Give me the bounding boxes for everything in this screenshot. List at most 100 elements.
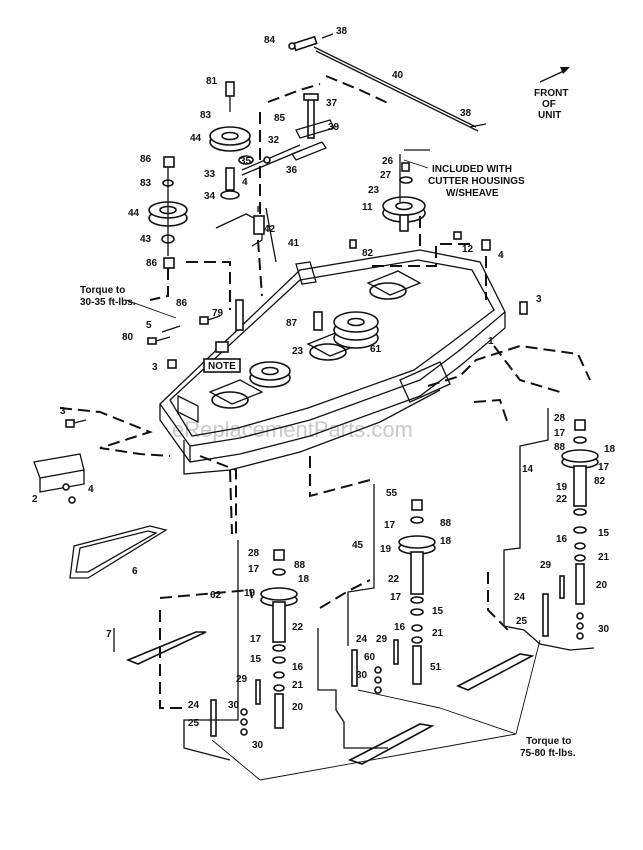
- callout-6: 6: [132, 566, 138, 577]
- callout-60: 60: [364, 652, 376, 663]
- callout-4: 4: [88, 484, 94, 495]
- callout-86: 86: [140, 154, 152, 165]
- callout-30: 30: [228, 700, 240, 711]
- callout-86: 86: [146, 258, 158, 269]
- callout-81: 81: [206, 76, 218, 87]
- callout-17: 17: [250, 634, 262, 645]
- callout-22: 22: [388, 574, 400, 585]
- included-note-line2: CUTTER HOUSINGS: [428, 176, 525, 187]
- callout-15: 15: [432, 606, 444, 617]
- callout-83: 83: [140, 178, 152, 189]
- callout-55: 55: [386, 488, 398, 499]
- callout-45: 45: [352, 540, 364, 551]
- of-label: OF: [542, 99, 556, 110]
- callout-18: 18: [440, 536, 452, 547]
- callout-62: 62: [210, 590, 222, 601]
- callout-12: 12: [462, 244, 474, 255]
- callout-24: 24: [514, 592, 526, 603]
- callout-15: 15: [598, 528, 610, 539]
- part-callouts: 38 84 40 38 81 37 83 85 39 44 32 86 35 3…: [32, 26, 616, 751]
- callout-41: 41: [288, 238, 300, 249]
- callout-42: 42: [264, 224, 276, 235]
- callout-34: 34: [204, 191, 216, 202]
- far-left-pulley-stack: [148, 156, 188, 269]
- spindle-center: [351, 499, 436, 694]
- torque-top-line1: Torque to: [80, 285, 125, 296]
- left-blade: [113, 628, 207, 665]
- callout-87: 87: [286, 318, 298, 329]
- callout-86: 86: [176, 298, 188, 309]
- callout-17: 17: [248, 564, 260, 575]
- callout-17: 17: [390, 592, 402, 603]
- included-note-line1: INCLUDED WITH: [432, 164, 512, 175]
- callout-26: 26: [382, 156, 394, 167]
- torque-bottom-line1: Torque to: [526, 736, 571, 747]
- callout-5: 5: [146, 320, 152, 331]
- callout-40: 40: [392, 70, 404, 81]
- callout-28: 28: [248, 548, 260, 559]
- left-bracket: [33, 453, 85, 504]
- callout-24: 24: [188, 700, 200, 711]
- callout-32: 32: [268, 135, 280, 146]
- callout-38: 38: [460, 108, 472, 119]
- top-linkage-parts: [288, 33, 487, 161]
- callout-3: 3: [60, 406, 66, 417]
- callout-80: 80: [122, 332, 134, 343]
- callout-2: 2: [32, 494, 38, 505]
- callout-84: 84: [264, 35, 276, 46]
- callout-19: 19: [556, 482, 568, 493]
- callout-14: 14: [522, 464, 534, 475]
- callout-38: 38: [336, 26, 348, 37]
- callout-11: 11: [362, 202, 373, 213]
- callout-43: 43: [140, 234, 152, 245]
- spindle-frames: [183, 408, 595, 761]
- front-of-unit-arrow: [539, 67, 570, 83]
- callout-16: 16: [394, 622, 406, 633]
- callout-24: 24: [356, 634, 368, 645]
- callout-20: 20: [596, 580, 608, 591]
- spindle-right: [542, 419, 599, 640]
- callout-39: 39: [328, 122, 340, 133]
- alignment-dashes: [59, 75, 591, 709]
- callout-44: 44: [190, 133, 202, 144]
- callout-3: 3: [152, 362, 158, 373]
- torque-bottom-line2: 75-80 ft-lbs.: [520, 748, 576, 759]
- callout-21: 21: [598, 552, 610, 563]
- front-label: FRONT: [534, 88, 568, 99]
- callout-22: 22: [292, 622, 304, 633]
- torque-top-line2: 30-35 ft-lbs.: [80, 297, 136, 308]
- callout-7: 7: [106, 629, 112, 640]
- v-belt: [69, 525, 168, 579]
- callout-44: 44: [128, 208, 140, 219]
- included-note-line3: W/SHEAVE: [446, 188, 499, 199]
- callout-29: 29: [540, 560, 552, 571]
- callout-30: 30: [356, 670, 368, 681]
- callout-21: 21: [292, 680, 304, 691]
- callout-83: 83: [200, 110, 212, 121]
- callout-88: 88: [294, 560, 306, 571]
- callout-23: 23: [368, 185, 380, 196]
- callout-33: 33: [204, 169, 216, 180]
- callout-30: 30: [598, 624, 610, 635]
- callout-25: 25: [516, 616, 528, 627]
- callout-85: 85: [274, 113, 286, 124]
- deck-hardware: [65, 231, 528, 428]
- callout-36: 36: [286, 165, 298, 176]
- callout-28: 28: [554, 413, 566, 424]
- callout-4: 4: [242, 177, 248, 188]
- note-box: [203, 358, 241, 373]
- note-box-text: NOTE: [208, 361, 236, 372]
- right-top-pulley: [382, 149, 430, 232]
- callout-17: 17: [554, 428, 566, 439]
- torque-leader-lines: [125, 299, 541, 781]
- deck-pulleys: [235, 299, 379, 388]
- callout-51: 51: [430, 662, 442, 673]
- callout-18: 18: [604, 444, 616, 455]
- callout-79: 79: [212, 308, 224, 319]
- callout-16: 16: [556, 534, 568, 545]
- callout-30: 30: [252, 740, 264, 751]
- callout-19: 19: [380, 544, 392, 555]
- callout-3: 3: [536, 294, 542, 305]
- center-blade: [347, 723, 435, 765]
